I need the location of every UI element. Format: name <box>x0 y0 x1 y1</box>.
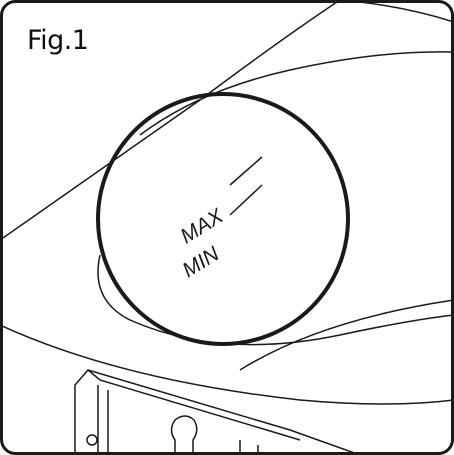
max-label: MAX <box>176 204 228 248</box>
min-label: MIN <box>178 242 224 282</box>
figure-label: Fig.1 <box>27 25 89 56</box>
bracket-rib <box>239 440 259 455</box>
bracket-hole <box>86 434 98 446</box>
reservoir-top-curve <box>139 51 454 136</box>
bracket-inner-edge <box>87 369 301 441</box>
min-level-line <box>229 184 263 216</box>
bracket-outline <box>74 369 361 455</box>
bracket-slot <box>97 385 109 455</box>
lower-inner-curve <box>239 299 454 371</box>
lower-surface-curve <box>0 324 454 405</box>
max-level-line <box>229 156 263 186</box>
bracket-knob <box>170 415 198 455</box>
upper-surface-curve <box>339 0 454 23</box>
magnifier-circle <box>96 92 350 346</box>
